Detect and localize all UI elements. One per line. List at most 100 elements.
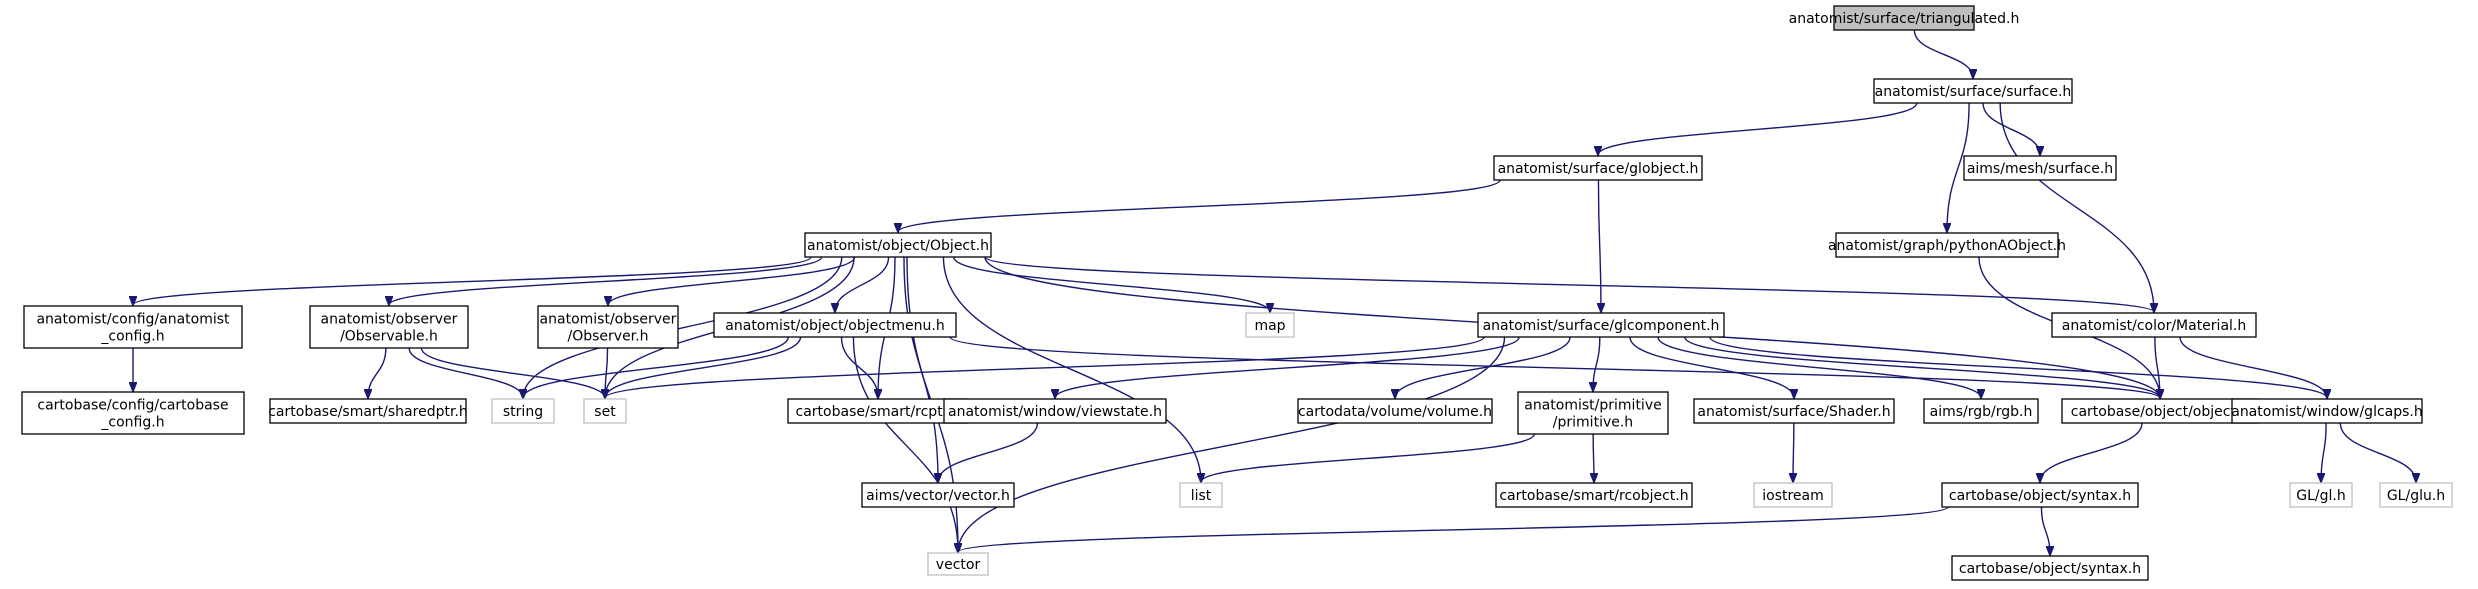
edge-objectmenu-to-set [605,336,802,398]
node-box-observable [309,305,469,349]
node-syntax1[interactable]: cartobase/object/syntax.h [1941,482,2139,508]
edges-layer [133,29,2416,555]
node-label-syntax2: cartobase/object/syntax.h [1959,561,2141,577]
node-box-rcptr [787,398,969,424]
edge-glcomponent-to-viewstate [1055,336,1520,398]
node-label-shader: anatomist/surface/Shader.h [1697,404,1890,420]
node-label-glcomponent: anatomist/surface/glcomponent.h [1483,318,1720,334]
edge-glcomponent-to-primitive [1593,336,1601,391]
node-box-anatomist_config [23,305,243,349]
node-box-sharedptr [269,398,467,424]
node-glcomponent[interactable]: anatomist/surface/glcomponent.h [1477,312,1725,338]
node-label-sharedptr: cartobase/smart/sharedptr.h [268,404,468,420]
node-volume[interactable]: cartodata/volume/volume.h [1297,398,1493,424]
node-box-rcobject [1495,482,1693,508]
edge-primitive-to-list [1201,433,1535,482]
node-anatomist_config[interactable]: anatomist/config/anatomist_config.h [23,305,243,349]
node-label-objectmenu: anatomist/object/objectmenu.h [725,318,944,334]
node-box-material [2051,312,2257,338]
node-viewstate[interactable]: anatomist/window/viewstate.h [943,398,1167,424]
node-label-aims_vector: aims/vector/vector.h [866,488,1010,504]
node-box-triangulated [1833,5,1975,31]
node-observer[interactable]: anatomist/observer/Observer.h [537,305,679,349]
node-label-primitive: /primitive.h [1553,415,1633,431]
edge-objectmenu-to-vector [852,336,958,552]
edge-glcaps-to-glu [2339,422,2416,482]
node-cartobase_config[interactable]: cartobase/config/cartobase_config.h [21,391,245,435]
node-material[interactable]: anatomist/color/Material.h [2051,312,2257,338]
node-box-pythonaobject [1835,232,2059,258]
edge-object_object-to-material [984,256,2154,312]
node-label-cartobase_config: _config.h [100,415,164,431]
edge-object_object-to-objectmenu [835,256,890,312]
node-globject[interactable]: anatomist/surface/globject.h [1493,155,1703,181]
node-glcaps[interactable]: anatomist/window/glcaps.h [2231,398,2423,424]
node-label-rcobject: cartobase/smart/rcobject.h [1499,488,1688,504]
node-box-syntax2 [1951,555,2149,581]
edge-observable-to-set [420,347,605,398]
node-box-observer [537,305,679,349]
node-rcptr[interactable]: cartobase/smart/rcptr.h [787,398,969,424]
edge-glcomponent-to-shader [1629,336,1794,398]
node-pythonaobject[interactable]: anatomist/graph/pythonAObject.h [1828,232,2066,258]
edge-material-to-cartobase_object [2154,336,2160,398]
node-aims_vector[interactable]: aims/vector/vector.h [861,482,1015,508]
node-object_object[interactable]: anatomist/object/Object.h [804,232,992,258]
node-label-observer: anatomist/observer [540,312,677,328]
edge-glcomponent-to-cartobase_object [1684,336,2160,398]
edge-material-to-glcaps [2179,336,2327,398]
node-observable[interactable]: anatomist/observer/Observable.h [309,305,469,349]
node-box-rgb [1923,398,2039,424]
node-rgb[interactable]: aims/rgb/rgb.h [1923,398,2039,424]
edge-surface-to-pythonaobject [1947,102,1970,232]
node-label-anatomist_config: anatomist/config/anatomist [36,312,230,328]
edge-object_object-to-map [953,256,1270,312]
node-label-gl: GL/gl.h [2296,488,2345,504]
edge-glcomponent-to-volume [1395,336,1571,398]
node-label-observable: anatomist/observer [321,312,458,328]
node-label-pythonaobject: anatomist/graph/pythonAObject.h [1828,238,2066,254]
node-gl: GL/gl.h [2289,482,2353,508]
edge-object_object-to-observable [389,256,823,305]
edge-surface-to-globject [1598,102,1918,155]
node-surface[interactable]: anatomist/surface/surface.h [1873,78,2073,104]
node-box-glu [2379,482,2453,508]
edge-observable-to-sharedptr [368,347,387,398]
node-triangulated[interactable]: anatomist/surface/triangulated.h [1789,5,2020,31]
node-label-map: map [1254,318,1285,334]
node-label-viewstate: anatomist/window/viewstate.h [948,404,1162,420]
node-objectmenu[interactable]: anatomist/object/objectmenu.h [713,312,957,338]
edge-observable-to-string [408,347,523,398]
node-map: map [1245,312,1295,338]
edge-viewstate-to-aims_vector [938,422,1039,482]
edge-surface-to-aims_mesh_surface [1982,102,2040,155]
node-primitive[interactable]: anatomist/primitive/primitive.h [1517,391,1669,435]
node-syntax2[interactable]: cartobase/object/syntax.h [1951,555,2149,581]
node-label-rgb: aims/rgb/rgb.h [1930,404,2033,420]
node-rcobject[interactable]: cartobase/smart/rcobject.h [1495,482,1693,508]
node-box-gl [2289,482,2353,508]
node-label-glcaps: anatomist/window/glcaps.h [2231,404,2423,420]
node-sharedptr[interactable]: cartobase/smart/sharedptr.h [268,398,468,424]
node-box-objectmenu [713,312,957,338]
node-label-material: anatomist/color/Material.h [2062,318,2247,334]
node-box-viewstate [943,398,1167,424]
edge-objectmenu-to-cartobase_object [949,336,2160,398]
node-box-string [491,398,555,424]
node-shader[interactable]: anatomist/surface/Shader.h [1693,398,1895,424]
node-list: list [1179,482,1223,508]
node-box-set [583,398,627,424]
node-label-list: list [1191,488,1212,504]
node-vector: vector [927,552,989,576]
edge-glcaps-to-gl [2321,422,2327,482]
edge-globject-to-glcomponent [1598,179,1601,312]
node-cartobase_object[interactable]: cartobase/object/object.h [2061,398,2259,424]
node-box-object_object [804,232,992,258]
node-string: string [491,398,555,424]
node-box-primitive [1517,391,1669,435]
node-aims_mesh_surface[interactable]: aims/mesh/surface.h [1963,155,2117,181]
node-box-aims_vector [861,482,1015,508]
node-box-aims_mesh_surface [1963,155,2117,181]
nodes-layer: anatomist/surface/triangulated.h anatomis… [21,5,2453,581]
